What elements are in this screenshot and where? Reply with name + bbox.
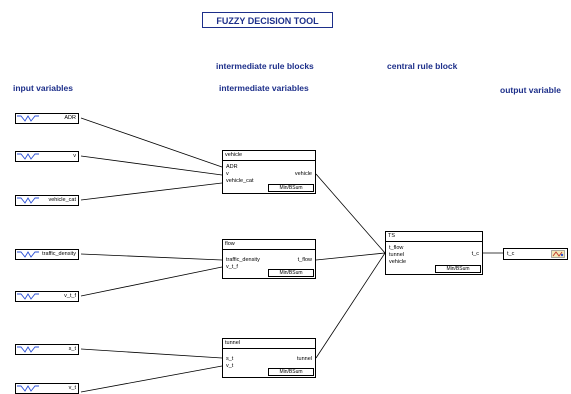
input-variable-label: v_t_f — [64, 293, 76, 299]
defuzzification-icon — [551, 250, 565, 258]
rule-block-name: TS — [388, 233, 396, 239]
wire-s-t-tunnel — [80, 348, 223, 359]
heading-intermediate-rule-blocks: intermediate rule blocks — [216, 61, 314, 71]
heading-central-rule-block: central rule block — [387, 61, 458, 71]
rule-block-input-label: ADR — [226, 164, 238, 170]
rule-block-divider — [223, 348, 315, 349]
input-variable-label: vehicle_cat — [48, 197, 76, 203]
rule-block-output-label: vehicle — [294, 171, 312, 177]
membership-function-icon — [17, 293, 39, 300]
heading-intermediate-variables: intermediate variables — [219, 83, 309, 93]
rule-block-output-label: t_flow — [297, 257, 312, 263]
membership-function-icon — [17, 251, 39, 258]
membership-function-icon — [17, 346, 39, 353]
wire-v-t-f-flow — [80, 266, 223, 297]
rule-block-vehicle[interactable]: vehicle ADR v vehicle_cat vehicle Min/BS… — [222, 150, 316, 194]
rule-block-name: vehicle — [225, 152, 243, 158]
wire-v-vehicle — [80, 155, 223, 176]
output-variable-t-c[interactable]: t_c — [503, 248, 568, 260]
input-variable-v-t[interactable]: v_t — [15, 383, 79, 394]
rule-block-method: Min/BSum — [435, 265, 481, 273]
rule-block-output-label: t_c — [471, 251, 479, 257]
input-variable-label: traffic_density — [42, 251, 76, 257]
rule-block-input-label: v_t — [226, 363, 234, 369]
rule-block-ts[interactable]: TS t_flow tunnel vehicle t_c Min/BSum — [385, 231, 483, 275]
wire-tunnel-ts — [315, 252, 386, 359]
input-variable-s-t[interactable]: s_t — [15, 344, 79, 355]
rule-block-input-label: t_flow — [389, 245, 404, 251]
input-variable-label: ADR — [64, 115, 76, 121]
membership-function-icon — [17, 197, 39, 204]
output-variable-label: t_c — [507, 251, 515, 257]
rule-block-name: flow — [225, 241, 235, 247]
rule-block-input-label: tunnel — [389, 252, 404, 258]
rule-block-method: Min/BSum — [268, 184, 314, 192]
input-variable-label: v — [73, 153, 76, 159]
rule-block-name: tunnel — [225, 340, 240, 346]
rule-block-input-label: traffic_density — [226, 257, 260, 263]
rule-block-method: Min/BSum — [268, 368, 314, 376]
input-variable-adr[interactable]: ADR — [15, 113, 79, 124]
wire-adr-vehicle — [80, 117, 223, 168]
rule-block-input-label: v — [226, 171, 229, 177]
rule-block-input-label: v_t_f — [226, 264, 238, 270]
rule-block-method: Min/BSum — [268, 269, 314, 277]
input-variable-label: s_t — [68, 346, 76, 352]
input-variable-vehicle-cat[interactable]: vehicle_cat — [15, 195, 79, 206]
membership-function-icon — [17, 385, 39, 392]
rule-block-flow[interactable]: flow traffic_density v_t_f t_flow Min/BS… — [222, 239, 316, 279]
wire-v-t-tunnel — [80, 365, 223, 393]
rule-block-divider — [386, 241, 482, 242]
membership-function-icon — [17, 115, 39, 122]
rule-block-input-label: s_t — [226, 356, 234, 362]
input-variable-v-t-f[interactable]: v_t_f — [15, 291, 79, 302]
rule-block-divider — [223, 160, 315, 161]
diagram-title: FUZZY DECISION TOOL — [202, 12, 333, 28]
wire-vehicle-ts — [315, 173, 386, 254]
wire-vehicle-cat-vehicle — [80, 182, 223, 201]
heading-output-variable: output variable — [500, 85, 561, 95]
rule-block-output-label: tunnel — [297, 356, 312, 362]
input-variable-v[interactable]: v — [15, 151, 79, 162]
wire-traffic-density-flow — [80, 253, 223, 261]
rule-block-input-label: vehicle — [389, 259, 407, 265]
rule-block-input-label: vehicle_cat — [226, 178, 254, 184]
input-variable-traffic-density[interactable]: traffic_density — [15, 249, 79, 260]
membership-function-icon — [17, 153, 39, 160]
input-variable-label: v_t — [68, 385, 76, 391]
rule-block-tunnel[interactable]: tunnel s_t v_t tunnel Min/BSum — [222, 338, 316, 378]
wire-flow-ts — [315, 252, 386, 261]
rule-block-divider — [223, 249, 315, 250]
heading-input-variables: input variables — [13, 83, 73, 93]
